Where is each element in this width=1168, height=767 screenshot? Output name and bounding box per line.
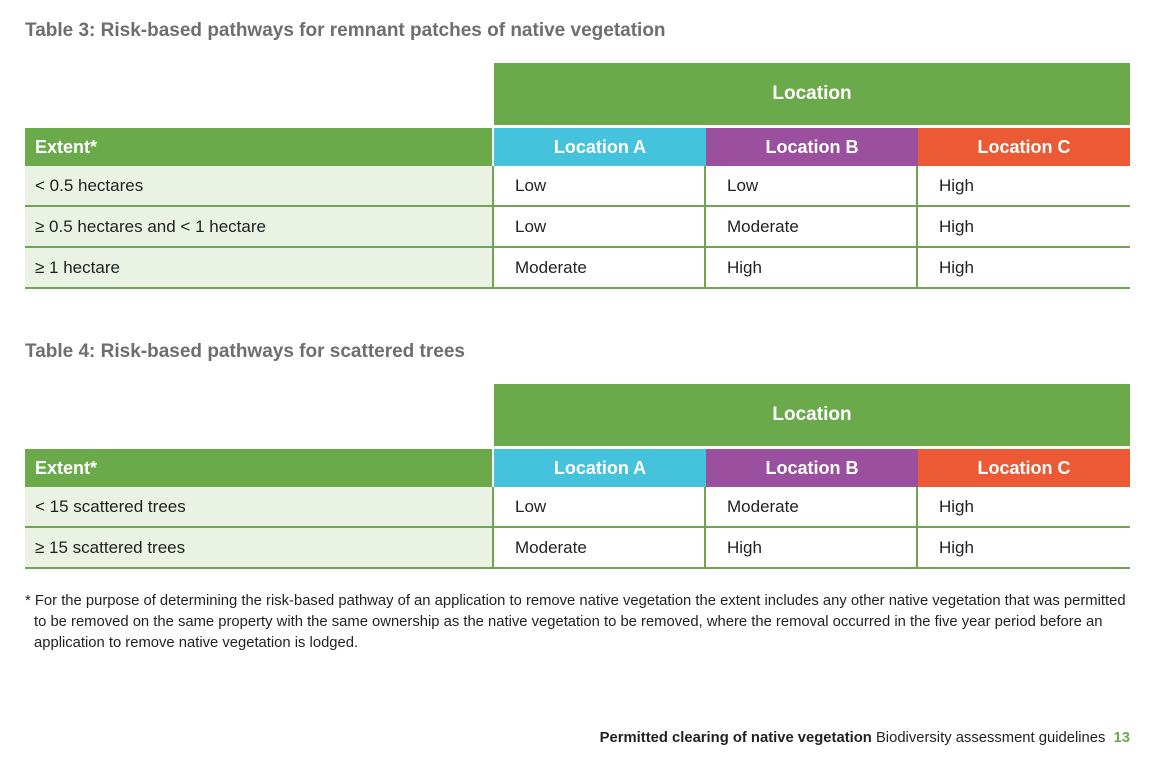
extent-cell: < 15 scattered trees [25, 487, 492, 526]
risk-cell: Moderate [704, 487, 916, 526]
table3-title: Table 3: Risk-based pathways for remnant… [25, 20, 666, 41]
risk-cell: Low [492, 487, 704, 526]
risk-cell: Low [492, 207, 704, 246]
table4-header-location-c: Location C [918, 449, 1130, 487]
footnote-marker: * [25, 593, 31, 609]
extent-cell: ≥ 15 scattered trees [25, 528, 492, 567]
table3-group-header-row: Location [25, 63, 1130, 125]
extent-cell: ≥ 0.5 hectares and < 1 hectare [25, 207, 492, 246]
table4-header-location-b: Location B [706, 449, 918, 487]
table4-column-header-row: Extent* Location A Location B Location C [25, 449, 1130, 487]
risk-cell: High [916, 248, 1128, 287]
risk-cell: Moderate [704, 207, 916, 246]
table3-header-location-a: Location A [494, 128, 706, 166]
footer-subtitle: Biodiversity assessment guidelines [875, 730, 1106, 746]
risk-cell: Moderate [492, 248, 704, 287]
risk-cell: High [704, 528, 916, 567]
table4: Location Extent* Location A Location B L… [25, 384, 1130, 569]
page-number: 13 [1113, 730, 1130, 746]
extent-cell: < 0.5 hectares [25, 166, 492, 205]
risk-cell: Moderate [492, 528, 704, 567]
table3-column-header-row: Extent* Location A Location B Location C [25, 128, 1130, 166]
table3-header-extent: Extent* [25, 128, 492, 166]
table4-group-header-row: Location [25, 384, 1130, 446]
risk-cell: High [916, 207, 1128, 246]
table-row: ≥ 0.5 hectares and < 1 hectare Low Moder… [25, 207, 1130, 248]
risk-cell: High [704, 248, 916, 287]
page-footer: Permitted clearing of native vegetation … [600, 730, 1130, 746]
risk-cell: High [916, 166, 1128, 205]
table3-group-spacer [25, 63, 494, 125]
footnote: * For the purpose of determining the ris… [25, 591, 1135, 654]
table-row: < 15 scattered trees Low Moderate High [25, 487, 1130, 528]
table3: Location Extent* Location A Location B L… [25, 63, 1130, 289]
extent-cell: ≥ 1 hectare [25, 248, 492, 287]
table-row: < 0.5 hectares Low Low High [25, 166, 1130, 207]
table3-header-location-b: Location B [706, 128, 918, 166]
footnote-text: For the purpose of determining the risk-… [34, 593, 1126, 651]
table4-header-location-a: Location A [494, 449, 706, 487]
table-row: ≥ 15 scattered trees Moderate High High [25, 528, 1130, 569]
footer-document-title: Permitted clearing of native vegetation [599, 730, 872, 746]
table3-location-group-header: Location [494, 63, 1130, 125]
table4-title: Table 4: Risk-based pathways for scatter… [25, 341, 465, 362]
risk-cell: High [916, 487, 1128, 526]
risk-cell: Low [492, 166, 704, 205]
table4-group-spacer [25, 384, 494, 446]
risk-cell: Low [704, 166, 916, 205]
table-row: ≥ 1 hectare Moderate High High [25, 248, 1130, 289]
table4-location-group-header: Location [494, 384, 1130, 446]
table4-header-extent: Extent* [25, 449, 492, 487]
risk-cell: High [916, 528, 1128, 567]
table3-header-location-c: Location C [918, 128, 1130, 166]
